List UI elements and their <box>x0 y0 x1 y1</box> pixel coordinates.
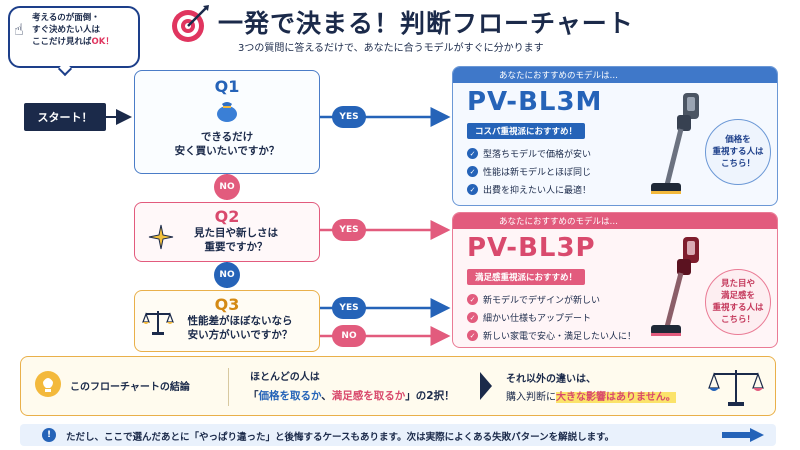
info-icon: ! <box>42 428 56 442</box>
highlight-satisfaction: 満足感を取るか <box>331 390 406 402</box>
q3-no-badge: NO <box>332 325 366 347</box>
check-icon: ✓ <box>467 148 478 159</box>
pointing-hand-icon: ☝ <box>14 20 24 39</box>
result-2-bullet-text: 新モデルでデザインが新しい <box>483 296 601 306</box>
bubble-line-3: ここだけ見れば <box>32 37 92 47</box>
question-2-box: Q2 見た目や新しさは 重要ですか？ <box>134 202 320 262</box>
q3-label: Q3 <box>214 295 240 314</box>
result-1-bullet: ✓ 出費を抑えたい人に最適！ <box>467 183 591 196</box>
quote-close: 」の2択！ <box>405 390 455 402</box>
quote-open: 「 <box>248 390 259 402</box>
vacuum-grey-icon <box>651 93 699 194</box>
check-icon: ✓ <box>467 330 478 341</box>
page-title: 一発で決まる！判断フローチャート <box>218 9 634 38</box>
bubble-line-2: すぐ決めたい人は <box>32 25 101 35</box>
result-1-badge-line: 重視する人は <box>712 147 764 157</box>
q1-line-2: 安く買いたいですか？ <box>174 145 280 157</box>
conclusion-panel <box>20 356 776 416</box>
result-1-tag: コスパ重視派におすすめ！ <box>467 123 586 139</box>
check-icon: ✓ <box>467 294 478 305</box>
check-icon: ✓ <box>467 312 478 323</box>
question-3-box: Q3 性能差がほぼないなら 安い方がいいですか？ <box>134 290 320 352</box>
result-2-header: あなたにおすすめのモデルは… <box>453 213 777 229</box>
q1-yes-badge: YES <box>332 106 366 128</box>
lightbulb-icon <box>35 371 61 397</box>
bubble-line-1: 考えるのが面倒・ <box>32 13 100 23</box>
footer-text: ただし、ここで選んだあとに「やっぱり違った」と後悔するケースもあります。次は実際… <box>66 432 615 443</box>
result-2-badge-line: 重視する人は <box>712 303 764 313</box>
comma: 、 <box>321 390 332 402</box>
conclusion-mid-line-1: ほとんどの人は <box>250 372 320 383</box>
q1-label: Q1 <box>214 77 240 96</box>
result-1-bullet-text: 型落ちモデルで価格が安い <box>483 150 592 160</box>
q3-line-2: 安い方がいいですか？ <box>187 329 293 341</box>
balance-scale-icon <box>708 370 764 406</box>
q2-label: Q2 <box>214 207 240 226</box>
result-2-badge-line: こちら！ <box>720 315 755 325</box>
target-icon <box>172 5 209 42</box>
question-1-box: Q1 できるだけ 安く買いたいですか？ <box>134 70 320 174</box>
q2-line-2: 重要ですか？ <box>204 241 268 253</box>
chevron-right-icon <box>480 372 492 400</box>
start-box: スタート！ <box>24 103 106 131</box>
result-1-badge: 価格を 重視する人は こちら！ <box>705 119 771 185</box>
arrow-right-icon[interactable] <box>722 428 764 442</box>
result-2-badge: 見た目や 満足感を 重視する人は こちら！ <box>705 269 771 335</box>
result-2-tag: 満足感重視派におすすめ！ <box>467 269 586 285</box>
result-2-badge-line: 満足感を <box>720 291 755 301</box>
q2-yes-badge: YES <box>332 219 366 241</box>
q1-line-1: できるだけ <box>200 131 254 143</box>
result-2-bullet-text: 新しい家電で安心・満足したい人に！ <box>483 332 637 342</box>
result-2-badge-line: 見た目や <box>720 279 755 289</box>
conclusion-right-line-2: 購入判断に大きな影響はありません。 <box>506 388 676 403</box>
q3-yes-badge: YES <box>332 297 366 319</box>
q1-no-badge: NO <box>214 174 240 200</box>
result-pv-bl3p: あなたにおすすめのモデルは… PV-BL3P 満足感重視派におすすめ！ ✓ 新モデ… <box>452 212 778 348</box>
result-1-bullet: ✓ 型落ちモデルで価格が安い <box>467 147 591 160</box>
footer-bar <box>20 424 776 446</box>
result-1-model: PV-BL3M <box>467 87 603 117</box>
q2-line-1: 見た目や新しさは <box>194 227 278 239</box>
sparkle-icon <box>148 224 174 250</box>
result-1-bullet: ✓ 性能は新モデルとほぼ同じ <box>467 165 591 178</box>
result-1-bullet-text: 出費を抑えたい人に最適！ <box>483 186 592 196</box>
result-1-badge-line: 価格を <box>725 135 751 145</box>
result-pv-bl3m: あなたにおすすめのモデルは… PV-BL3M コスパ重視派におすすめ！ ✓ 型落ち… <box>452 66 778 206</box>
wallet-icon <box>217 102 237 122</box>
conclusion-label: このフローチャートの結論 <box>70 382 190 393</box>
check-icon: ✓ <box>467 184 478 195</box>
speech-bubble <box>8 6 140 68</box>
bubble-text: 考えるのが面倒・ すぐ決めたい人は ここだけ見ればOK！ <box>32 12 136 48</box>
result-2-bullet: ✓ 新モデルでデザインが新しい <box>467 293 600 306</box>
page-subtitle: 3つの質問に答えるだけで、あなたに合うモデルがすぐに分かります <box>238 43 544 54</box>
bubble-ok: OK！ <box>91 37 114 47</box>
result-1-header: あなたにおすすめのモデルは… <box>453 67 777 83</box>
highlight-price: 価格を取るか <box>258 390 322 402</box>
conclusion-right-line-1: それ以外の違いは、 <box>506 374 596 385</box>
result-2-bullet: ✓ 新しい家電で安心・満足したい人に！ <box>467 329 636 342</box>
result-2-bullet: ✓ 細かい仕様もアップデート <box>467 311 591 324</box>
q3-line-1: 性能差がほぼないなら <box>187 315 293 327</box>
result-2-bullet-text: 細かい仕様もアップデート <box>483 314 592 324</box>
check-icon: ✓ <box>467 166 478 177</box>
q2-no-badge: NO <box>214 262 240 288</box>
highlight-no-impact: 大きな影響はありません。 <box>556 392 676 403</box>
vacuum-red-icon <box>651 237 699 336</box>
right-pre: 購入判断に <box>506 392 556 403</box>
result-1-badge-line: こちら！ <box>720 159 755 169</box>
result-2-model: PV-BL3P <box>467 233 596 263</box>
scale-icon <box>142 311 174 335</box>
conclusion-divider <box>228 368 229 406</box>
conclusion-mid-line-2: 「価格を取るか、満足感を取るか」の2択！ <box>248 388 455 403</box>
result-1-bullet-text: 性能は新モデルとほぼ同じ <box>483 168 592 178</box>
